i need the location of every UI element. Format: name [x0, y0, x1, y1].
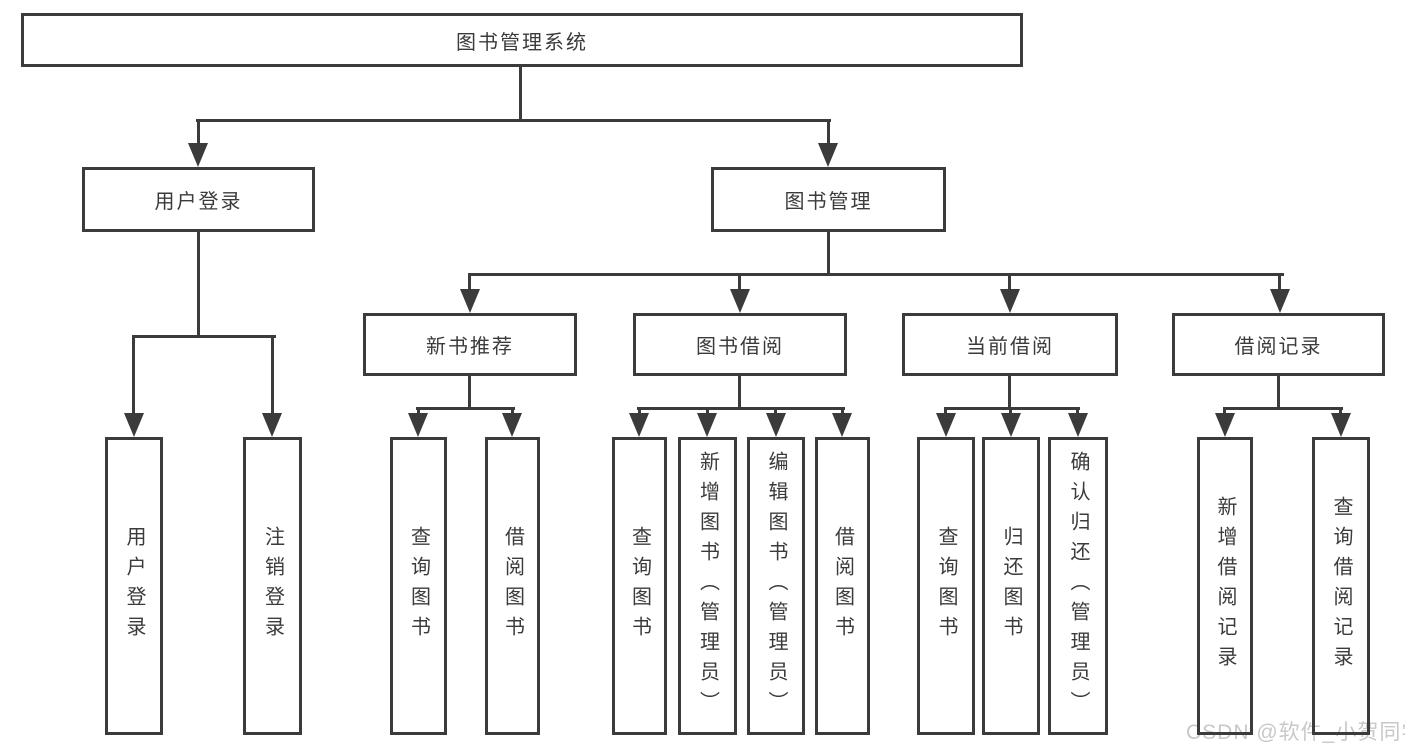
leaf-label: 查询图书: [935, 526, 957, 646]
leaf-label: 新增图书（管理员）: [696, 451, 719, 721]
connector-shaft: [944, 407, 947, 417]
arrow-down-icon: [629, 413, 649, 437]
arrow-down-icon: [1000, 289, 1020, 313]
arrow-down-icon: [766, 413, 786, 437]
connector-shaft: [706, 407, 709, 417]
leaf-label: 查询图书: [407, 526, 430, 646]
arrow-down-icon: [697, 413, 717, 437]
connector-book-mgmt-drop: [827, 230, 830, 276]
node-borrow-record-label: 借阅记录: [1234, 336, 1323, 358]
node-add-books-admin: 新增图书（管理员）: [678, 437, 737, 735]
connector-shaft: [417, 407, 420, 417]
node-query-borrow-record: 查询借阅记录: [1312, 437, 1370, 735]
node-root-label: 图书管理系统: [456, 31, 588, 54]
connector-shaft: [638, 407, 641, 417]
connector-shaft: [1076, 407, 1079, 417]
connector-root-drop: [519, 65, 522, 122]
connector-shaft: [841, 407, 844, 417]
leaf-label: 查询借阅记录: [1330, 496, 1352, 676]
connector-bar: [637, 407, 845, 410]
leaf-label: 确认归还（管理员）: [1067, 451, 1089, 721]
node-book-borrow: 图书借阅: [633, 313, 847, 376]
csdn-watermark: CSDN @软件_小贺同学: [1186, 721, 1405, 744]
node-book-management-label: 图书管理: [784, 191, 873, 213]
arrow-down-icon: [1215, 413, 1235, 437]
node-edit-books-admin: 编辑图书（管理员）: [747, 437, 805, 735]
connector-drop: [1008, 374, 1011, 410]
arrow-down-icon: [1331, 413, 1351, 437]
connector-shaft: [1339, 407, 1342, 417]
arrow-down-icon: [1068, 413, 1088, 437]
arrow-down-icon: [1001, 413, 1021, 437]
arrow-down-icon: [818, 143, 838, 167]
node-logout-action: 注销登录: [243, 437, 302, 735]
arrow-down-icon: [460, 289, 480, 313]
arrow-down-icon: [1270, 289, 1290, 313]
connector-book-mgmt-bar: [468, 273, 1284, 276]
leaf-label: 归还图书: [1000, 526, 1022, 646]
leaf-label: 新增借阅记录: [1214, 496, 1236, 676]
node-user-login-label: 用户登录: [154, 191, 243, 213]
node-user-login-action: 用户登录: [105, 437, 163, 735]
connector-bar: [944, 407, 1080, 410]
connector-shaft: [1278, 273, 1281, 295]
connector-shaft: [738, 273, 741, 295]
arrow-down-icon: [730, 289, 750, 313]
node-current-borrow-label: 当前借阅: [966, 336, 1054, 358]
connector-bar: [1223, 407, 1343, 410]
connector-shaft: [511, 407, 514, 417]
arrow-down-icon: [936, 413, 956, 437]
connector-shaft: [1008, 273, 1011, 295]
arrow-down-icon: [408, 413, 428, 437]
node-add-borrow-record: 新增借阅记录: [1197, 437, 1253, 735]
connector-shaft: [132, 335, 135, 417]
arrow-down-icon: [502, 413, 522, 437]
connector-shaft: [468, 273, 471, 295]
node-book-management: 图书管理: [711, 167, 946, 232]
node-book-borrow-label: 图书借阅: [696, 336, 784, 358]
node-new-book-recommend-label: 新书推荐: [426, 336, 514, 358]
node-user-login: 用户登录: [82, 167, 315, 232]
node-current-borrow: 当前借阅: [902, 313, 1118, 376]
connector-user-login-bar: [132, 335, 276, 338]
leaf-label: 查询图书: [628, 526, 651, 646]
connector-shaft: [1223, 407, 1226, 417]
arrow-down-icon: [124, 413, 144, 437]
arrow-down-icon: [188, 143, 208, 167]
connector-book-mgmt-shaft: [827, 119, 830, 147]
node-borrow-record: 借阅记录: [1172, 313, 1385, 376]
connector-shaft: [271, 335, 274, 417]
node-confirm-return-admin: 确认归还（管理员）: [1048, 437, 1108, 735]
node-new-book-recommend: 新书推荐: [363, 313, 577, 376]
connector-bar: [416, 407, 515, 410]
node-borrow-books-recommend: 借阅图书: [485, 437, 540, 735]
leaf-label: 注销登录: [261, 526, 284, 646]
arrow-down-icon: [262, 413, 282, 437]
connector-drop: [738, 374, 741, 410]
node-query-books-recommend: 查询图书: [390, 437, 447, 735]
connector-shaft: [774, 407, 777, 417]
node-query-books-borrow: 查询图书: [612, 437, 667, 735]
connector-root-bar: [196, 119, 831, 122]
connector-user-login-drop: [197, 230, 200, 338]
node-root: 图书管理系统: [21, 13, 1023, 67]
node-query-books-current: 查询图书: [917, 437, 975, 735]
connector-user-login-shaft: [197, 119, 200, 147]
leaf-label: 借阅图书: [831, 526, 854, 646]
leaf-label: 借阅图书: [501, 526, 524, 646]
connector-drop: [1277, 374, 1280, 410]
leaf-label: 编辑图书（管理员）: [765, 451, 787, 721]
leaf-label: 用户登录: [123, 526, 145, 646]
connector-shaft: [1009, 407, 1012, 417]
connector-drop: [468, 374, 471, 410]
node-return-books: 归还图书: [982, 437, 1040, 735]
node-borrow-books-borrow: 借阅图书: [815, 437, 870, 735]
arrow-down-icon: [832, 413, 852, 437]
